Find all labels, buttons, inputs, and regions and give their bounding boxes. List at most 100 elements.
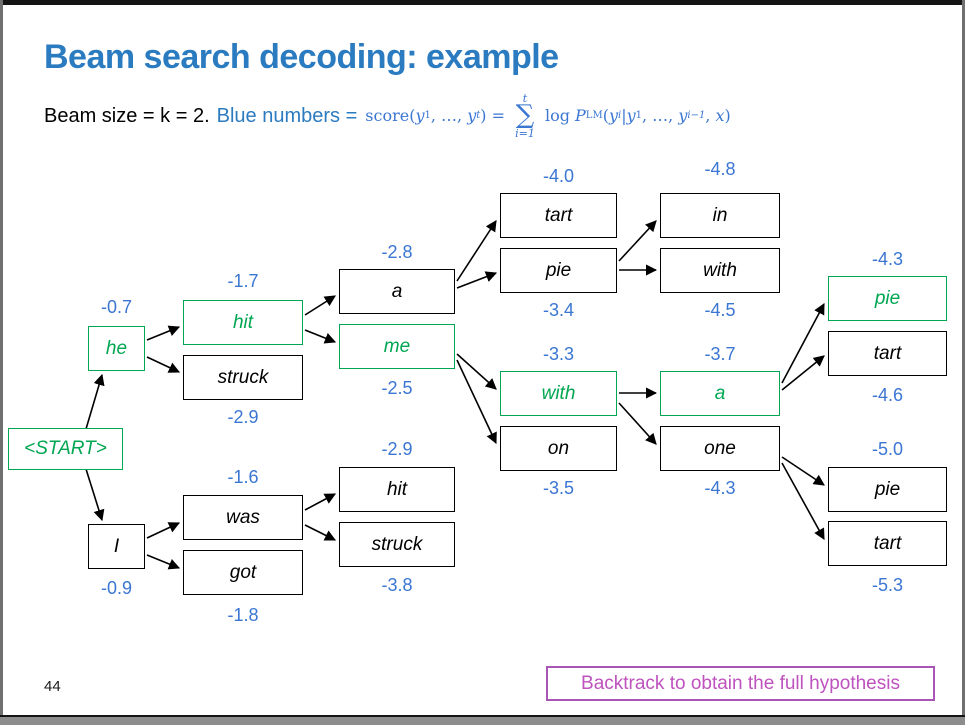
edge-hit-a xyxy=(304,295,336,316)
node-label: he xyxy=(105,337,128,359)
page-number: 44 xyxy=(44,678,61,695)
window-right-edge xyxy=(962,0,965,725)
node-label: I xyxy=(113,535,120,557)
node-one: one xyxy=(660,426,780,471)
node-a-2: a xyxy=(660,371,780,416)
edge-one-tart xyxy=(781,462,825,540)
window-left-edge xyxy=(0,0,3,725)
node-on: on xyxy=(500,426,617,471)
node-label: with xyxy=(541,382,576,404)
node-with-1: with xyxy=(500,371,617,416)
node-label: on xyxy=(547,437,570,459)
score-tart-1: -4.0 xyxy=(542,166,575,186)
node-label: one xyxy=(704,437,736,459)
node-was: was xyxy=(183,495,303,540)
edge-i-got xyxy=(146,554,181,570)
edge-he-struck xyxy=(146,356,181,373)
edge-hit-me xyxy=(304,329,337,344)
node-hit-1: hit xyxy=(183,300,303,345)
edge-me-on xyxy=(456,359,497,445)
score-was: -1.6 xyxy=(227,467,259,487)
node-in: in xyxy=(660,193,780,238)
score-i: -0.9 xyxy=(100,578,133,598)
node-label: tart xyxy=(873,342,902,364)
node-he: he xyxy=(88,326,145,371)
node-tart-1: tart xyxy=(500,193,617,238)
edge-a-tart xyxy=(456,220,497,282)
score-pie-2: -4.3 xyxy=(871,249,904,269)
score-hit-1: -1.7 xyxy=(227,271,259,291)
node-label: a xyxy=(714,382,726,404)
node-label: <START> xyxy=(24,438,107,459)
score-a-1: -2.8 xyxy=(381,242,413,262)
backtrack-note: Backtrack to obtain the full hypothesis xyxy=(546,666,935,701)
node-label: got xyxy=(229,561,257,583)
edge-a2-pie xyxy=(781,303,825,384)
node-tart-2: tart xyxy=(828,331,947,376)
score-tart-3: -5.3 xyxy=(871,575,904,595)
node-label: in xyxy=(712,204,728,226)
edge-a-pie xyxy=(456,271,498,289)
node-label: tart xyxy=(873,532,902,554)
score-in: -4.8 xyxy=(704,159,736,179)
node-struck-2: struck xyxy=(339,522,455,567)
score-he: -0.7 xyxy=(100,297,133,317)
backtrack-note-text: Backtrack to obtain the full hypothesis xyxy=(581,672,900,694)
node-start: <START> xyxy=(8,428,123,470)
node-a-1: a xyxy=(339,269,455,314)
node-pie-1: pie xyxy=(500,248,617,293)
score-pie-3: -5.0 xyxy=(871,439,904,459)
edge-with-one xyxy=(618,402,657,445)
edge-start-i xyxy=(85,468,105,522)
score-with-2: -4.5 xyxy=(704,300,736,320)
node-pie-3: pie xyxy=(828,467,947,512)
window-top-edge xyxy=(0,0,965,5)
beam-size-text: Beam size = k = 2. xyxy=(44,104,210,127)
score-me: -2.5 xyxy=(381,378,413,398)
node-with-2: with xyxy=(660,248,780,293)
blue-numbers-label: Blue numbers = xyxy=(216,104,358,127)
score-struck-1: -2.9 xyxy=(227,407,259,427)
score-with-1: -3.3 xyxy=(542,344,575,364)
score-one: -4.3 xyxy=(704,478,736,498)
edge-he-hit xyxy=(146,325,181,341)
node-label: tart xyxy=(544,204,573,226)
score-hit-2: -2.9 xyxy=(381,439,413,459)
node-label: struck xyxy=(371,533,423,555)
node-label: pie xyxy=(874,287,901,309)
score-on: -3.5 xyxy=(542,478,575,498)
node-label: pie xyxy=(874,478,901,500)
node-tart-3: tart xyxy=(828,521,947,566)
score-a-2: -3.7 xyxy=(704,344,736,364)
window-bottom-edge xyxy=(0,715,965,725)
score-struck-2: -3.8 xyxy=(381,575,413,595)
edge-was-struck xyxy=(304,524,337,541)
subtitle: Beam size = k = 2. Blue numbers = score(… xyxy=(44,86,731,146)
edge-me-with xyxy=(456,353,497,390)
edge-pie-in xyxy=(618,220,657,262)
node-struck-1: struck xyxy=(183,355,303,400)
edge-a2-tart xyxy=(781,355,825,391)
node-label: struck xyxy=(217,366,269,388)
edge-one-pie xyxy=(781,456,825,486)
edge-was-hit xyxy=(304,493,336,511)
node-label: was xyxy=(226,506,260,528)
node-label: with xyxy=(703,259,737,281)
node-label: hit xyxy=(386,478,408,500)
score-got: -1.8 xyxy=(227,605,259,625)
node-me: me xyxy=(339,324,455,369)
node-label: hit xyxy=(232,311,254,333)
score-pie-1: -3.4 xyxy=(542,300,575,320)
page-title: Beam search decoding: example xyxy=(44,38,559,76)
node-got: got xyxy=(183,550,303,595)
node-hit-2: hit xyxy=(339,467,455,512)
node-i: I xyxy=(88,524,145,569)
summation-symbol: t ∑ i=1 xyxy=(515,92,535,140)
node-label: a xyxy=(391,280,403,302)
edge-i-was xyxy=(146,522,181,539)
node-pie-2: pie xyxy=(828,276,947,321)
node-label: me xyxy=(383,335,411,357)
score-tart-2: -4.6 xyxy=(871,385,904,405)
